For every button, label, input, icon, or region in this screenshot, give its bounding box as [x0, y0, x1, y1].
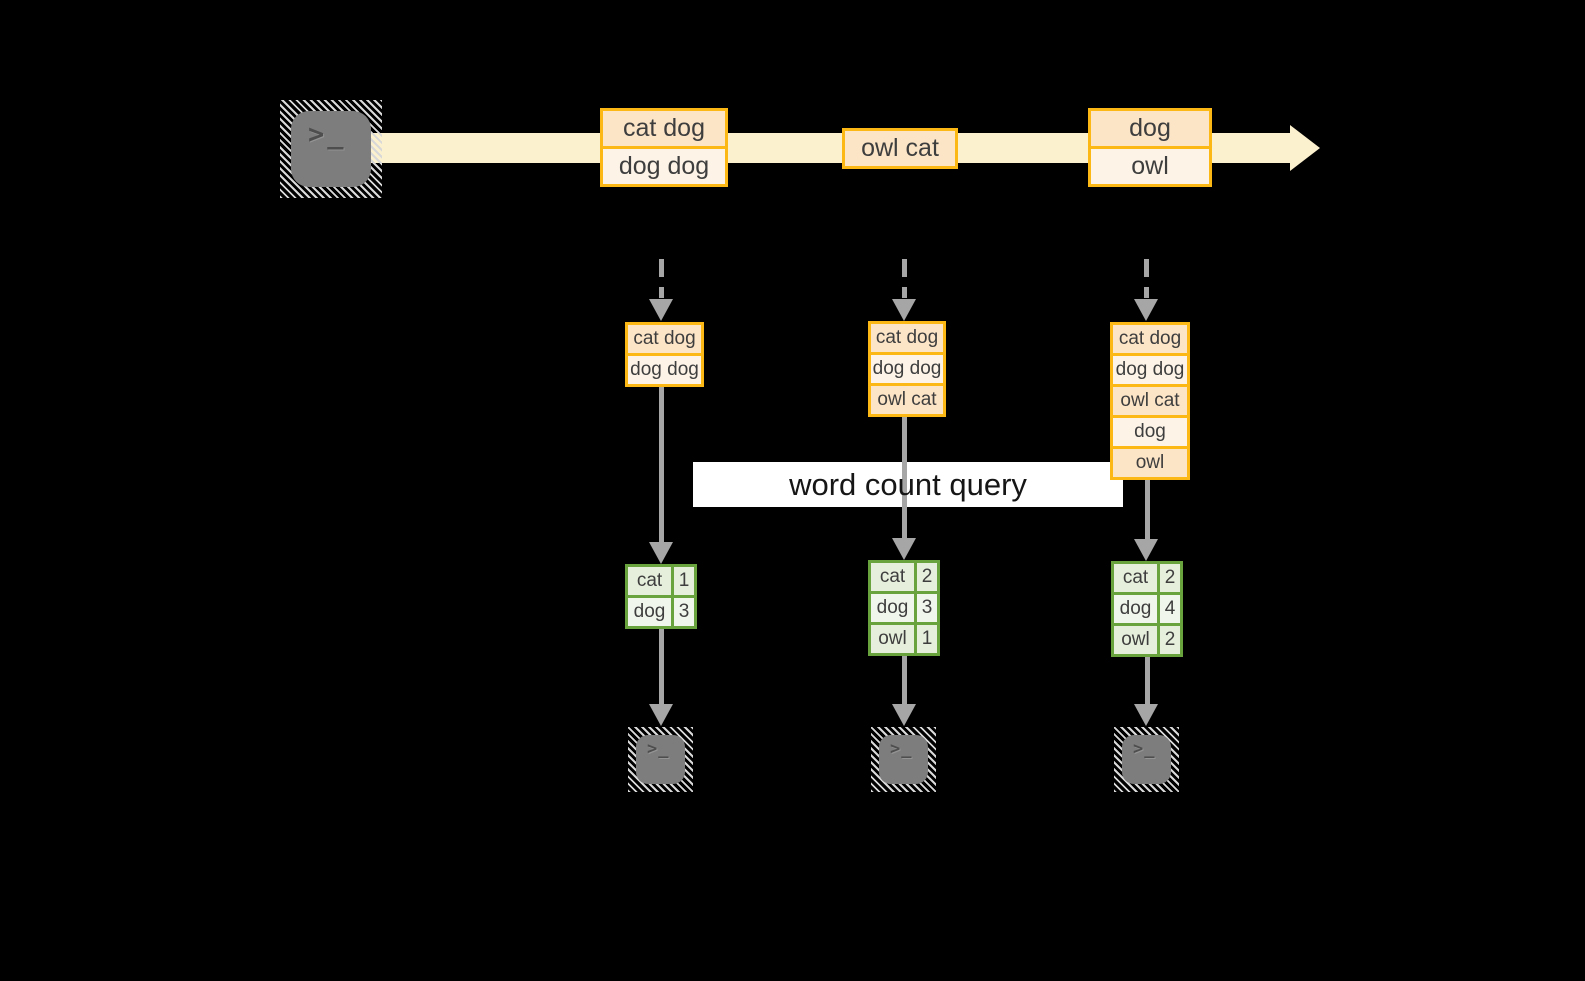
arrowhead-icon-sink-3: [1134, 704, 1158, 726]
stream-event-box-2: owl cat: [842, 128, 958, 169]
buffer-message: dog dog: [1113, 356, 1187, 384]
count-value: 1: [674, 567, 694, 595]
arrow-line-counts-to-sink-2: [902, 656, 907, 704]
arrow-line-buffer-to-counts-2: [902, 417, 907, 538]
count-word: cat: [628, 567, 671, 595]
buffer-message: owl cat: [1113, 387, 1187, 415]
dashed-arrow-line-1: [659, 259, 664, 298]
count-value: 2: [917, 563, 937, 591]
dashed-arrow-line-2: [902, 259, 907, 298]
arrow-line-counts-to-sink-3: [1145, 657, 1150, 704]
stream-message: cat dog: [603, 111, 725, 146]
arrowhead-icon-counts-3: [1134, 539, 1158, 561]
terminal-prompt-icon: >_: [1133, 739, 1156, 759]
buffer-message: dog dog: [871, 355, 943, 383]
count-word: dog: [628, 598, 671, 626]
dashed-arrowhead-icon-2: [892, 299, 916, 321]
arrow-line-buffer-to-counts-1: [659, 387, 664, 542]
count-value: 3: [917, 594, 937, 622]
count-value: 3: [674, 598, 694, 626]
message-buffer-2: cat dog dog dog owl cat: [868, 321, 946, 417]
stream-message: owl cat: [845, 131, 955, 166]
stream-event-box-3: dog owl: [1088, 108, 1212, 187]
count-word: owl: [1114, 626, 1157, 654]
terminal-prompt-icon: >_: [308, 119, 347, 150]
terminal-sink-icon-1: >_: [628, 727, 693, 792]
buffer-message: dog: [1113, 418, 1187, 446]
count-table-3: cat 2 dog 4 owl 2: [1111, 561, 1183, 657]
stream-event-box-1: cat dog dog dog: [600, 108, 728, 187]
terminal-screen: >_: [291, 111, 371, 187]
terminal-prompt-icon: >_: [647, 739, 670, 759]
count-table-1: cat 1 dog 3: [625, 564, 697, 629]
arrow-line-buffer-to-counts-3: [1145, 480, 1150, 539]
count-value: 4: [1160, 595, 1180, 623]
buffer-message: cat dog: [871, 324, 943, 352]
terminal-sink-icon-3: >_: [1114, 727, 1179, 792]
stream-timeline-arrowhead-icon: [1290, 125, 1320, 171]
count-table-2: cat 2 dog 3 owl 1: [868, 560, 940, 656]
terminal-screen: >_: [879, 735, 928, 784]
terminal-screen: >_: [636, 735, 685, 784]
count-value: 2: [1160, 564, 1180, 592]
query-banner: [693, 462, 1123, 507]
stream-message: owl: [1091, 149, 1209, 184]
arrow-line-counts-to-sink-1: [659, 628, 664, 704]
count-value: 2: [1160, 626, 1180, 654]
buffer-message: owl cat: [871, 386, 943, 414]
count-value: 1: [917, 625, 937, 653]
stream-message: dog dog: [603, 149, 725, 184]
terminal-source-icon: >_: [280, 100, 382, 198]
dashed-arrowhead-icon-3: [1134, 299, 1158, 321]
arrowhead-icon-counts-2: [892, 538, 916, 560]
query-banner-label: word count query: [789, 466, 1027, 502]
count-word: dog: [1114, 595, 1157, 623]
count-word: dog: [871, 594, 914, 622]
message-buffer-1: cat dog dog dog: [625, 322, 704, 387]
message-buffer-3: cat dog dog dog owl cat dog owl: [1110, 322, 1190, 480]
arrowhead-icon-counts-1: [649, 542, 673, 564]
dashed-arrow-line-3: [1144, 259, 1149, 298]
count-word: cat: [1114, 564, 1157, 592]
count-word: owl: [871, 625, 914, 653]
count-word: cat: [871, 563, 914, 591]
buffer-message: owl: [1113, 449, 1187, 477]
terminal-sink-icon-2: >_: [871, 727, 936, 792]
terminal-screen: >_: [1122, 735, 1171, 784]
buffer-message: cat dog: [1113, 325, 1187, 353]
arrowhead-icon-sink-1: [649, 704, 673, 726]
dashed-arrowhead-icon-1: [649, 299, 673, 321]
terminal-prompt-icon: >_: [890, 739, 913, 759]
arrowhead-icon-sink-2: [892, 704, 916, 726]
buffer-message: dog dog: [628, 356, 701, 384]
stream-message: dog: [1091, 111, 1209, 146]
buffer-message: cat dog: [628, 325, 701, 353]
